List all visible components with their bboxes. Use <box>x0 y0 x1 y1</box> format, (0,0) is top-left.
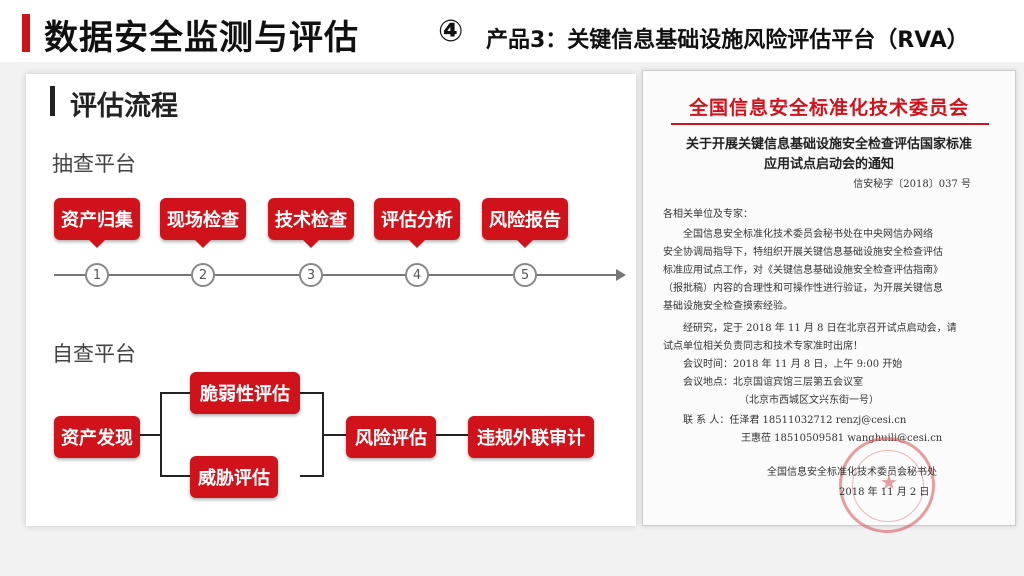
document-line: 王惠莅 18510509581 wanghuili@cesi.cn <box>741 433 943 444</box>
step-pill-label: 风险报告 <box>489 210 561 231</box>
step-pill-label: 技术检查 <box>275 210 347 231</box>
slide-subtitle: 产品3：关键信息基础设施风险评估平台（RVA） <box>486 28 969 53</box>
threat-assessment-box: 威胁评估 <box>190 456 278 498</box>
connector <box>160 392 190 394</box>
asset-discovery-box: 资产发现 <box>54 416 140 458</box>
slide-number-badge: ④ <box>438 14 464 49</box>
document-line: 经研究，定于 2018 年 11 月 8 日在北京召开试点启动会，请 <box>683 323 957 334</box>
connector <box>436 434 468 436</box>
connector <box>300 475 324 477</box>
pill-pointer <box>517 240 533 248</box>
step-number-5: 5 <box>513 263 537 287</box>
document-line: （北京市西城区文兴东街一号） <box>739 395 879 406</box>
step-number-1: 1 <box>85 263 109 287</box>
document-header-rule <box>671 123 989 125</box>
document-line: 基础设施安全检查摸索经验。 <box>663 301 793 312</box>
step-pill-4: 评估分析 <box>374 198 460 248</box>
step-pill-1: 资产归集 <box>54 198 140 248</box>
self-check-label: 自查平台 <box>52 342 136 366</box>
document-reference: 信安秘字〔2018〕037 号 <box>853 179 971 190</box>
document-line: 会议时间：2018 年 11 月 8 日，上午 9:00 开始 <box>683 359 903 370</box>
document-line: 试点单位相关负责同志和技术专家准时出席！ <box>663 341 863 352</box>
timeline-line <box>54 274 620 276</box>
connector <box>322 434 346 436</box>
document-line: 联 系 人：任泽君 18511032712 renzj@cesi.cn <box>683 415 907 426</box>
pill-pointer <box>89 240 105 248</box>
step-pill-label: 现场检查 <box>167 210 239 231</box>
step-number-2: 2 <box>191 263 215 287</box>
document-line: （报批稿）内容的合理性和可操作性进行验证，为开展关键信息 <box>663 283 943 294</box>
process-heading: 评估流程 <box>70 91 178 122</box>
vulnerability-assessment-box: 脆弱性评估 <box>190 372 300 414</box>
title-accent-bar <box>22 14 30 52</box>
document-date: 2018 年 11 月 2 日 <box>839 487 930 498</box>
document-org-header: 全国信息安全标准化技术委员会 <box>688 97 969 119</box>
step-pill-label: 评估分析 <box>381 210 453 231</box>
document-line: 各相关单位及专家： <box>663 209 753 220</box>
connector <box>140 434 160 436</box>
official-seal-stamp: ★ <box>839 437 935 533</box>
outbound-audit-box: 违规外联审计 <box>468 416 594 458</box>
step-pill-5: 风险报告 <box>482 198 568 248</box>
document-title-line1: 关于开展关键信息基础设施安全检查评估国家标准 <box>685 137 972 152</box>
connector <box>160 392 162 476</box>
spot-check-label: 抽查平台 <box>52 152 136 176</box>
pill-pointer <box>195 240 211 248</box>
connector <box>160 475 190 477</box>
pill-pointer <box>303 240 319 248</box>
step-pill-2: 现场检查 <box>160 198 246 248</box>
process-panel: 评估流程 抽查平台 资产归集 现场检查 技术检查 评估分析 风险报告 1 2 3… <box>26 74 636 526</box>
pill-pointer <box>409 240 425 248</box>
document-line: 全国信息安全标准化技术委员会秘书处在中央网信办网络 <box>683 229 933 240</box>
notice-document: 全国信息安全标准化技术委员会 关于开展关键信息基础设施安全检查评估国家标准 应用… <box>642 70 1016 533</box>
timeline-arrowhead <box>616 269 626 281</box>
step-pill-label: 资产归集 <box>61 210 133 231</box>
step-number-3: 3 <box>299 263 323 287</box>
step-pill-3: 技术检查 <box>268 198 354 248</box>
document-line: 安全协调局指导下，特组织开展关键信息基础设施安全检查评估 <box>663 247 943 258</box>
step-number-4: 4 <box>405 263 429 287</box>
heading-accent-bar <box>50 86 55 116</box>
document-title-line2: 应用试点启动会的通知 <box>763 157 894 172</box>
connector <box>300 392 324 394</box>
document-line: 会议地点：北京国谊宾馆三层第五会议室 <box>683 377 863 388</box>
document-signature: 全国信息安全标准化技术委员会秘书处 <box>767 467 937 478</box>
slide-title: 数据安全监测与评估 <box>44 18 359 58</box>
risk-assessment-box: 风险评估 <box>346 416 436 458</box>
document-line: 标准应用试点工作，对《关键信息基础设施安全检查评估指南》 <box>663 265 943 276</box>
